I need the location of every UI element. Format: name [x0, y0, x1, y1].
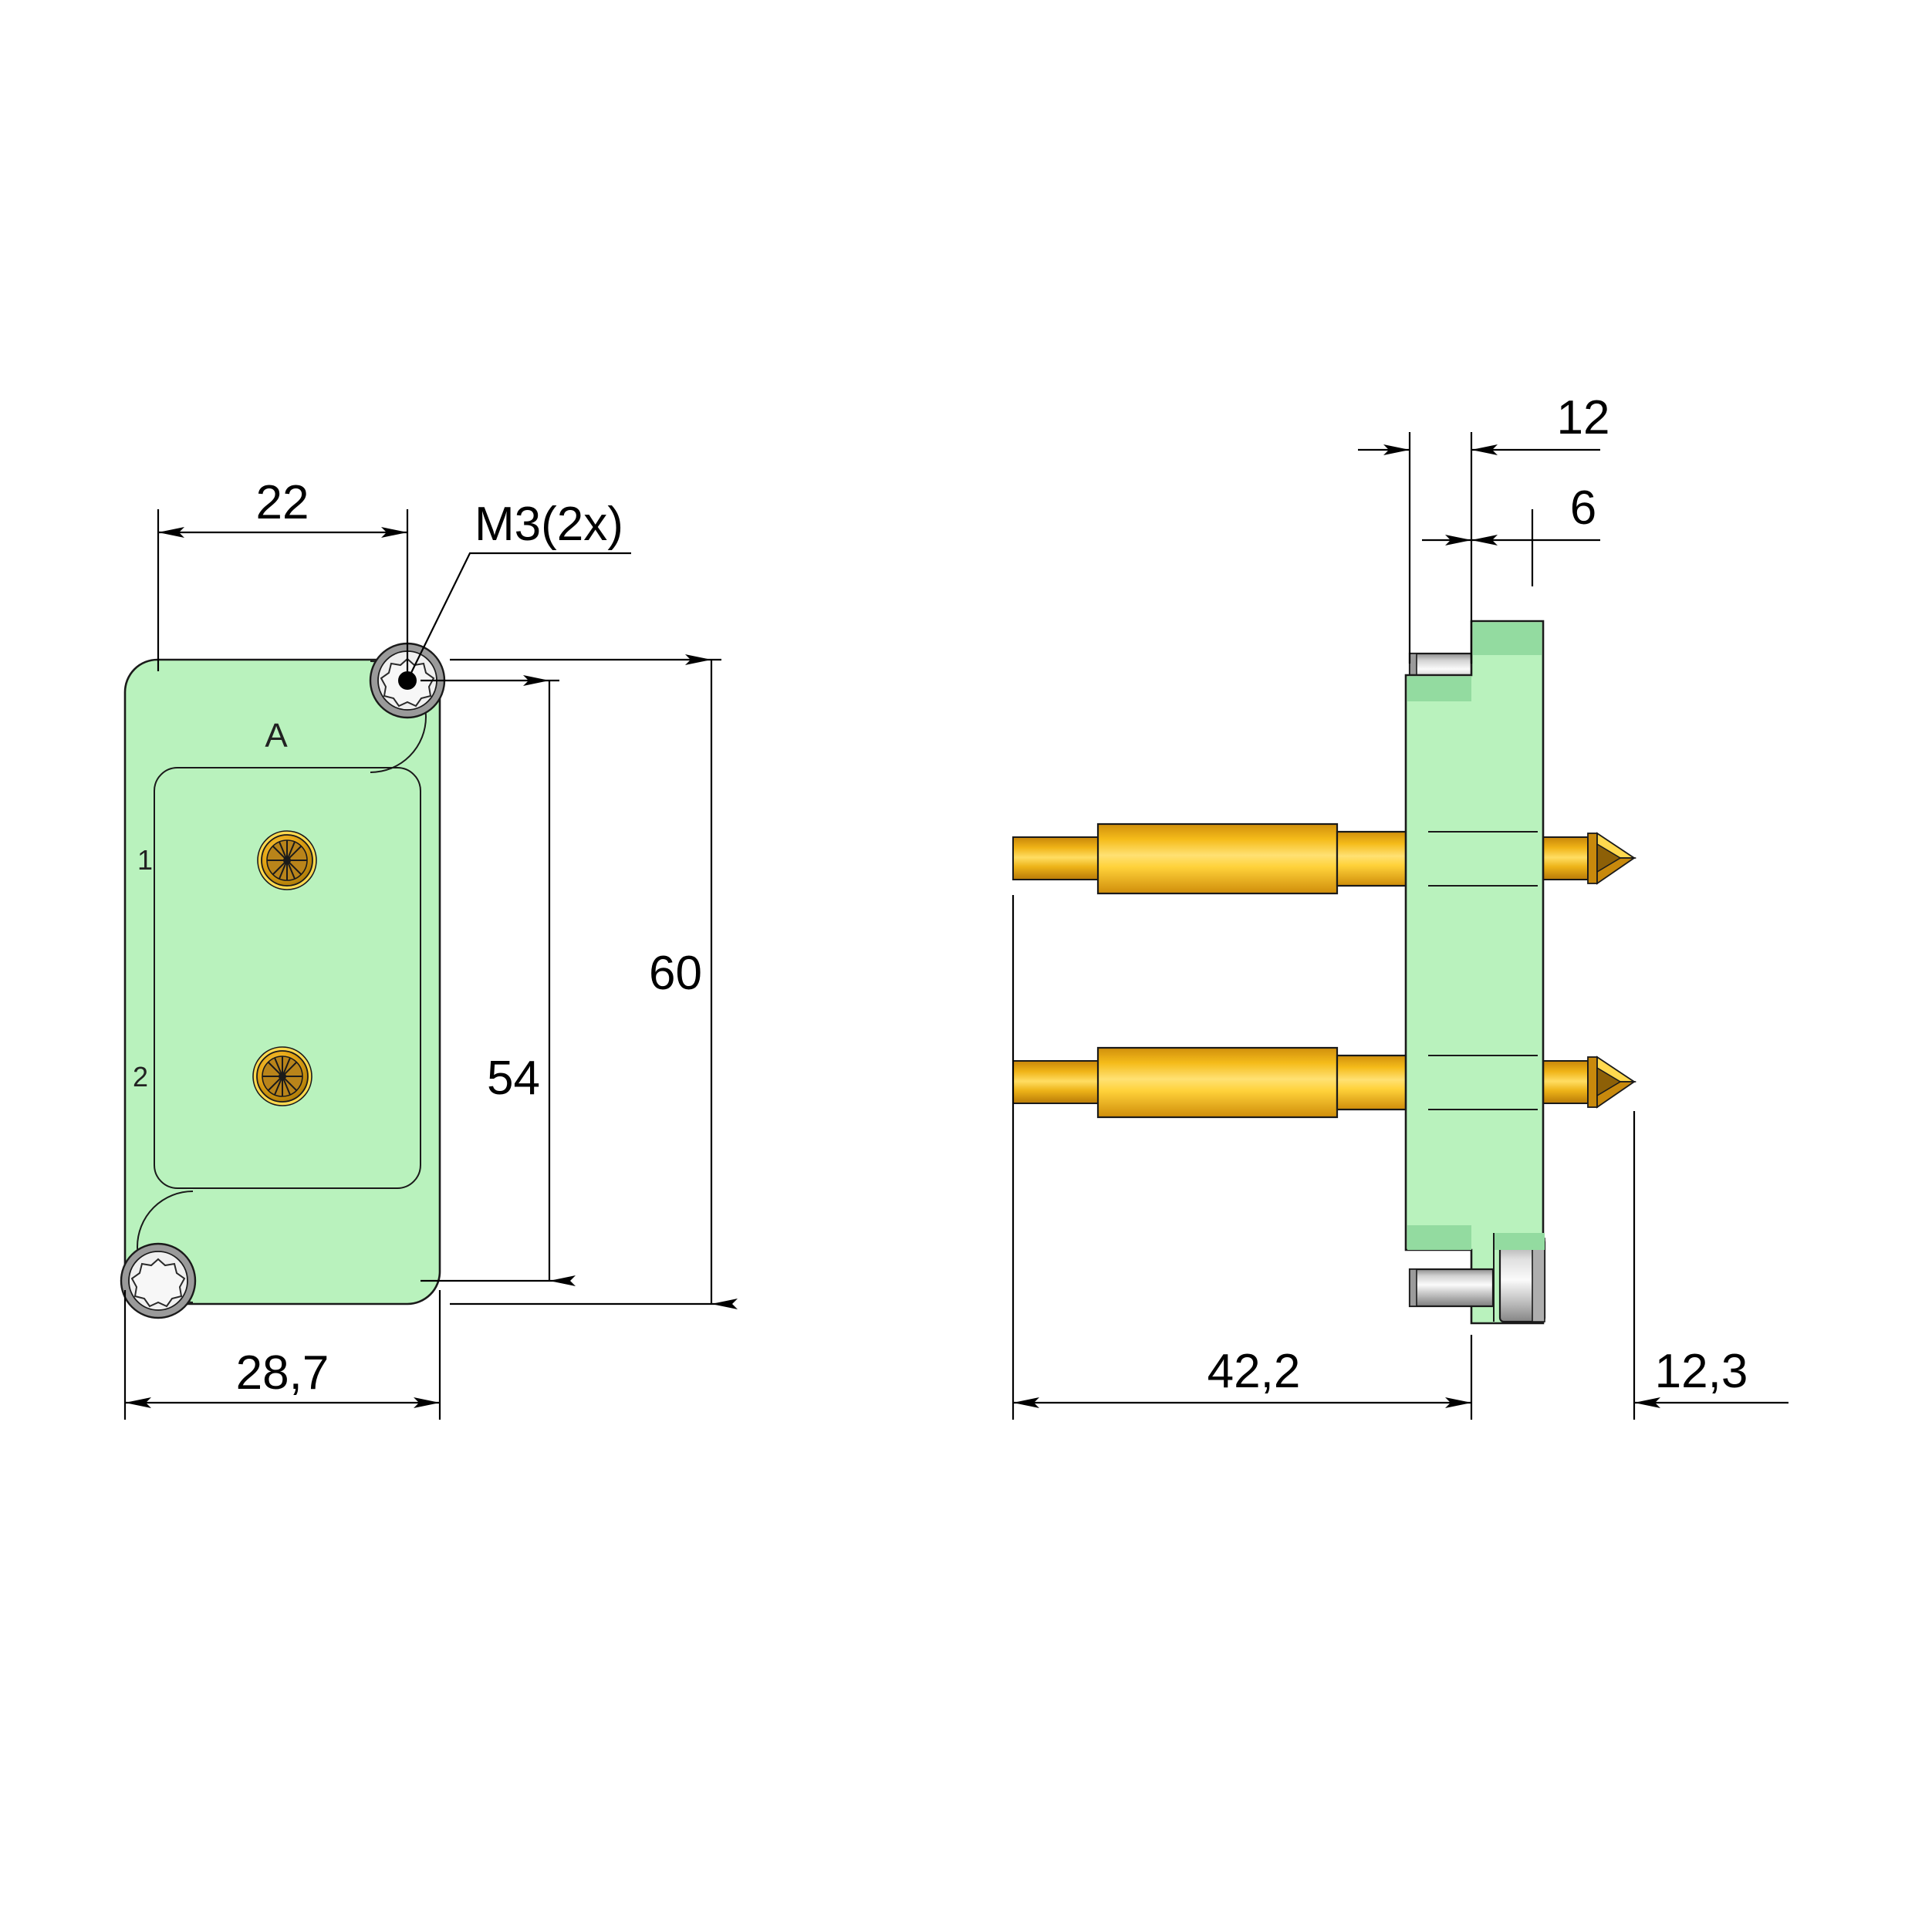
- front-contact-1: [257, 830, 317, 890]
- dimension-54: 54: [421, 675, 576, 1286]
- dimension-54-text: 54: [487, 1052, 540, 1105]
- side-body-outline: [1404, 620, 1545, 1325]
- front-boss-edge-top2: [370, 716, 427, 773]
- dimension-422-text: 42,2: [1208, 1345, 1301, 1398]
- dimension-60: 60: [450, 654, 738, 1309]
- side-body-step-shade-top: [1407, 677, 1471, 701]
- dimension-12: 12: [1358, 391, 1609, 664]
- pin-label-2: 2: [133, 1061, 148, 1093]
- front-screw-bottom: [120, 1242, 197, 1319]
- side-body-top-shade: [1473, 623, 1542, 655]
- probe-upper-tail: [1012, 836, 1099, 880]
- side-view: 12 6 42,2 12,3: [1012, 391, 1788, 1420]
- probe-lower-crown-tip: [1587, 1056, 1636, 1109]
- pin-label-1: 1: [137, 844, 153, 876]
- probe-through-edges: [1428, 831, 1538, 1110]
- front-view: A 1 2 22 M3(2x) 54 60: [120, 476, 738, 1420]
- probe-lower-barrel: [1096, 1046, 1339, 1119]
- callout-m3: M3(2x): [407, 498, 631, 681]
- dimension-422: 42,2: [1012, 895, 1473, 1420]
- probe-lower-tip-stem: [1537, 1060, 1589, 1104]
- datum-label-a: A: [265, 717, 288, 755]
- probe-lower-tail: [1012, 1060, 1099, 1104]
- dowel-pin-lower: [1408, 1268, 1495, 1308]
- torx-star-bottom: [130, 1258, 186, 1308]
- dimension-60-text: 60: [649, 947, 702, 1000]
- callout-m3-text: M3(2x): [475, 498, 623, 551]
- screw-head-lower: [1493, 1233, 1546, 1323]
- dimension-6: 6: [1422, 481, 1600, 586]
- front-boss-edge-bottom2: [137, 1191, 194, 1248]
- probe-upper-crown-tip: [1587, 832, 1636, 885]
- dimension-22: 22: [157, 476, 409, 671]
- probe-upper-barrel: [1096, 822, 1339, 895]
- front-inner-pocket: [154, 767, 421, 1189]
- dimension-12-text: 12: [1557, 391, 1610, 444]
- front-contact-2: [252, 1046, 312, 1106]
- dimension-287-text: 28,7: [236, 1346, 329, 1400]
- dimension-22-text: 22: [256, 476, 309, 529]
- side-body-step-shade-bottom: [1407, 1225, 1471, 1250]
- dimension-287: 28,7: [123, 1290, 441, 1420]
- side-body-block: [1404, 620, 1545, 1325]
- dimension-123-text: 12,3: [1655, 1345, 1748, 1398]
- front-body-plate: [123, 658, 441, 1305]
- probe-upper-tip-stem: [1537, 836, 1589, 880]
- dimension-123: 12,3: [1633, 1111, 1788, 1420]
- dimension-6-text: 6: [1570, 481, 1596, 535]
